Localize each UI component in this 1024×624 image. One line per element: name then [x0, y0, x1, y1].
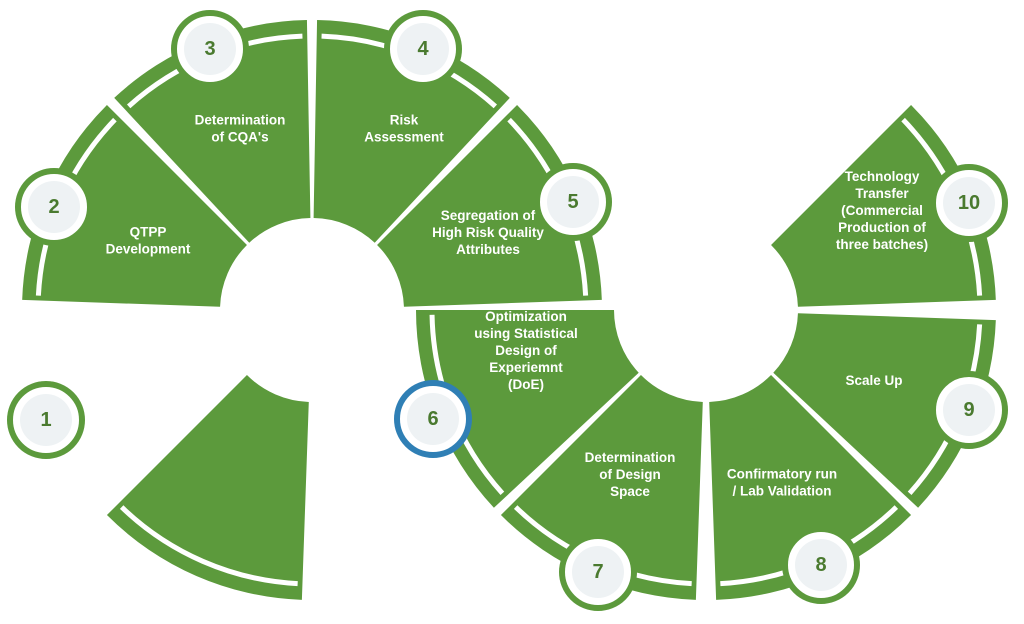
step-5-label-line: Attributes [456, 242, 520, 257]
step-2-badge-inner [28, 181, 80, 233]
step-10-label-line: Technology [845, 169, 920, 184]
step-10-label-line: Transfer [855, 186, 909, 201]
step-5-label-line: High Risk Quality [432, 225, 544, 240]
step-2-label-line: QTPP [130, 225, 167, 240]
labels: Literature Search and Review QTPP Developme… [104, 113, 928, 500]
step-6-segment [416, 310, 639, 508]
step-2-label: QTPP Development [106, 225, 191, 257]
step-7-label-line: of Design [599, 467, 661, 482]
step-8-label-line: / Lab Validation [732, 484, 831, 499]
step-1-number: 1 [40, 409, 51, 431]
step-6-number: 6 [427, 408, 438, 430]
step-7-label-line: Determination [585, 450, 676, 465]
step-5-badge-inner [547, 176, 599, 228]
step-2-number: 2 [48, 196, 59, 218]
step-3-segment [114, 20, 311, 243]
step-8-label-line: Confirmatory run [727, 467, 837, 482]
step-6-label-line: Experiemnt [489, 360, 563, 375]
step-4-number: 4 [417, 38, 429, 60]
step-9-segment [773, 313, 996, 508]
step-10-label-line: (Commercial [841, 203, 923, 218]
step-9-badge-inner [943, 384, 995, 436]
step-1-label: Literature Search and Review [104, 345, 215, 377]
step-4-label-line: Risk [390, 113, 419, 128]
step-10-label-line: three batches) [836, 237, 928, 252]
step-5-label-line: Segregation of [441, 208, 536, 223]
step-8-number: 8 [815, 554, 826, 576]
step-3-label: Determination of CQA's [195, 113, 286, 145]
step-2-segment [22, 104, 247, 307]
step-3-number: 3 [204, 38, 215, 60]
step-1-label-line: Literature Search [104, 345, 215, 360]
step-10-badge-inner [943, 177, 995, 229]
step-10-segment [771, 104, 996, 307]
step-1-badge-inner [20, 394, 72, 446]
step-9-label: Scale Up [845, 373, 902, 388]
step-1-rim [119, 505, 298, 587]
step-6-label-line: (DoE) [508, 377, 544, 392]
step-5-number: 5 [567, 191, 578, 213]
step-7-label-line: Space [610, 484, 650, 499]
step-10-number: 10 [958, 192, 980, 214]
step-4-badge-inner [397, 23, 449, 75]
step-6-badge-inner [407, 393, 459, 445]
step-7-number: 7 [592, 561, 603, 583]
step-3-label-line: of CQA's [211, 130, 268, 145]
step-6-label-line: Design of [495, 343, 557, 358]
step-6-label-line: Optimization [485, 309, 567, 324]
step-8-label: Confirmatory run / Lab Validation [727, 467, 837, 499]
step-3-badge-inner [184, 23, 236, 75]
step-5-segment [377, 104, 602, 307]
step-8-badge-inner [795, 539, 847, 591]
step-2-label-line: Development [106, 242, 191, 257]
step-4-segment [313, 20, 510, 243]
step-8-segment [709, 375, 912, 600]
step-7-segment [500, 375, 703, 600]
step-10-label-line: Production of [838, 220, 926, 235]
step-4-label-line: Assessment [364, 130, 444, 145]
step-9-number: 9 [963, 399, 974, 421]
step-7-badge-inner [572, 546, 624, 598]
step-9-label-line: Scale Up [845, 373, 902, 388]
step-1-label-line: and Review [123, 362, 198, 377]
badges: 1 2 3 4 5 6 7 8 9 10 [7, 10, 1008, 611]
step-3-label-line: Determination [195, 113, 286, 128]
step-1-segment [106, 375, 309, 600]
step-6-label-line: using Statistical [474, 326, 578, 341]
